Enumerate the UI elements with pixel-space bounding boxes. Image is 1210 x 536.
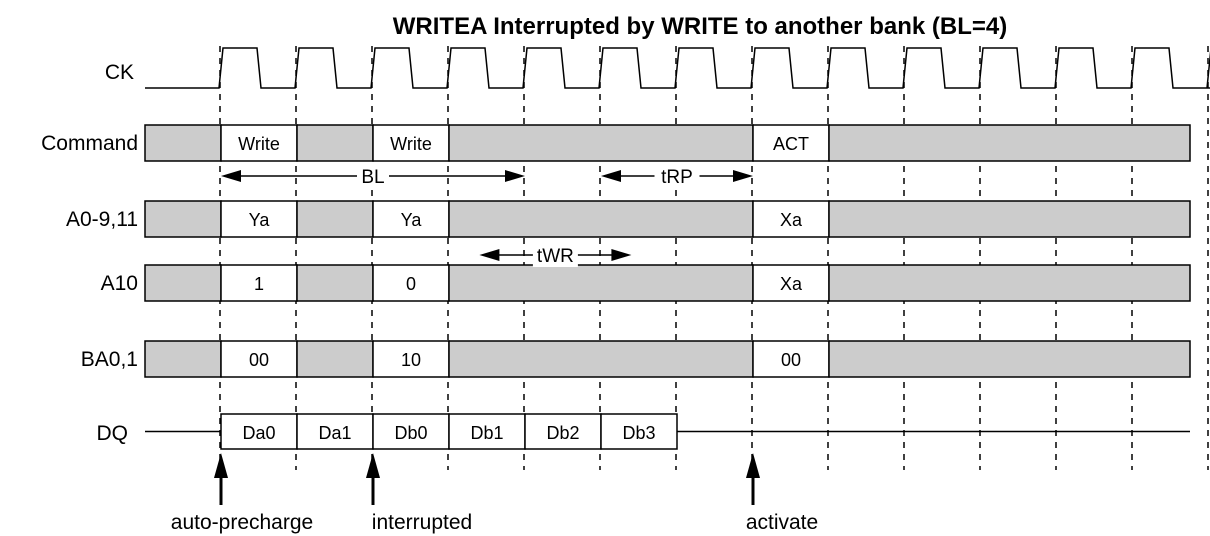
dq-cell bbox=[600, 413, 678, 450]
bank-value: 10 bbox=[401, 350, 421, 370]
arrowhead bbox=[505, 170, 525, 182]
twr-label-bg bbox=[532, 243, 578, 267]
auto-precharge-note: auto-precharge bbox=[171, 511, 313, 534]
command-cell bbox=[752, 124, 830, 162]
a10-cell bbox=[220, 264, 298, 302]
signal-label-dq: DQ bbox=[97, 422, 129, 445]
arrowhead bbox=[479, 249, 500, 261]
address-cell bbox=[220, 200, 298, 238]
bank-cell bbox=[752, 340, 830, 378]
interrupted-note: interrupted bbox=[372, 511, 472, 534]
address-cell bbox=[752, 200, 830, 238]
command-cell bbox=[296, 124, 374, 162]
signal-label-address: A0-9,11 bbox=[66, 208, 138, 231]
dq-value: Da1 bbox=[318, 423, 351, 443]
command-cell bbox=[828, 124, 1191, 162]
interrupted-arrow-head bbox=[366, 453, 380, 478]
activate-arrow-head bbox=[746, 453, 760, 478]
dq-value: Db1 bbox=[470, 423, 503, 443]
bank-value: 00 bbox=[781, 350, 801, 370]
a10-cell bbox=[296, 264, 374, 302]
event-markers: auto-precharge interrupted activate bbox=[171, 453, 818, 534]
address-value: Ya bbox=[401, 210, 423, 230]
address-value: Ya bbox=[249, 210, 271, 230]
a10-value: 0 bbox=[406, 274, 416, 294]
dq-value: Da0 bbox=[242, 423, 275, 443]
a10-cell bbox=[828, 264, 1191, 302]
trp-label: tRP bbox=[661, 167, 693, 188]
a10-cell bbox=[372, 264, 450, 302]
signal-label-bank: BA0,1 bbox=[81, 348, 138, 371]
bank-cell bbox=[448, 340, 754, 378]
address-cell bbox=[372, 200, 450, 238]
arrowhead bbox=[221, 170, 241, 182]
bank-cell bbox=[296, 340, 374, 378]
bank-cell bbox=[220, 340, 298, 378]
a10-value: 1 bbox=[254, 274, 264, 294]
dq-cell bbox=[296, 413, 374, 450]
clock-signal bbox=[145, 47, 1210, 89]
arrowhead bbox=[601, 170, 621, 182]
dq-cell bbox=[372, 413, 450, 450]
timing-intervals: BL tRP tWR bbox=[221, 164, 753, 267]
address-cell bbox=[144, 200, 222, 238]
bank-cell bbox=[372, 340, 450, 378]
dq-value: Db2 bbox=[546, 423, 579, 443]
command-value: ACT bbox=[773, 134, 809, 154]
dq-cell bbox=[448, 413, 526, 450]
address-value: Xa bbox=[780, 210, 803, 230]
dq-cell bbox=[220, 413, 298, 450]
bank-value: 00 bbox=[249, 350, 269, 370]
diagram-title: WRITEA Interrupted by WRITE to another b… bbox=[393, 13, 1007, 40]
twr-label: tWR bbox=[537, 246, 574, 267]
arrowhead bbox=[611, 249, 632, 261]
signal-label-ck: CK bbox=[105, 61, 134, 84]
bank-cell bbox=[144, 340, 222, 378]
a10-cell bbox=[144, 264, 222, 302]
command-cell bbox=[448, 124, 754, 162]
clock-waveform bbox=[145, 47, 1210, 89]
dq-cell bbox=[524, 413, 602, 450]
signal-label-a10: A10 bbox=[101, 272, 138, 295]
command-value: Write bbox=[238, 134, 280, 154]
clock-gridlines bbox=[219, 46, 1209, 470]
command-cell bbox=[220, 124, 298, 162]
command-value: Write bbox=[390, 134, 432, 154]
command-cell bbox=[144, 124, 222, 162]
trp-label-bg bbox=[654, 164, 700, 188]
address-cell bbox=[448, 200, 754, 238]
auto-precharge-arrow-head bbox=[214, 453, 228, 478]
dq-value: Db0 bbox=[394, 423, 427, 443]
a10-cell bbox=[448, 264, 754, 302]
dq-bus: Da0 Da1 Db0 Db1 Db2 Db3 bbox=[145, 413, 1190, 450]
bank-cell bbox=[828, 340, 1191, 378]
dq-value: Db3 bbox=[622, 423, 655, 443]
address-cell bbox=[296, 200, 374, 238]
a10-value: Xa bbox=[780, 274, 803, 294]
bl-label: BL bbox=[361, 167, 384, 188]
arrowhead bbox=[733, 170, 753, 182]
address-cell bbox=[828, 200, 1191, 238]
activate-note: activate bbox=[746, 511, 818, 534]
signal-label-command: Command bbox=[41, 132, 138, 155]
bl-label-bg bbox=[357, 164, 389, 188]
